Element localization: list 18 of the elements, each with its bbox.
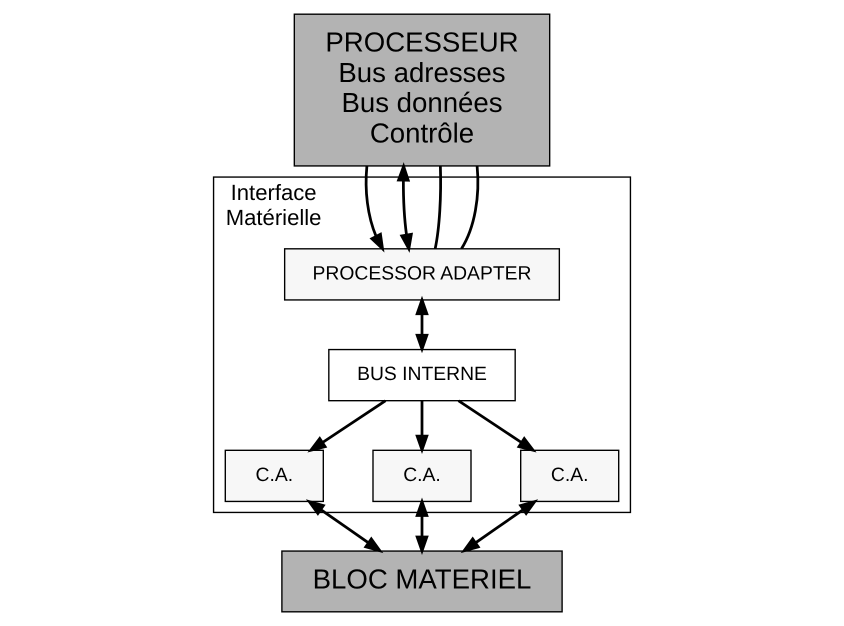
arrow [396,162,413,253]
arrow [364,166,384,252]
arrow [460,499,538,554]
arrow [415,400,429,454]
node-box: C.A. [520,450,620,502]
connector [434,166,442,249]
node-box: BUS INTERNE [328,348,516,402]
node-box: PROCESSOR ADAPTER [284,248,560,301]
node-box: BLOC MATERIEL [281,550,563,613]
node-box: C.A. [224,450,324,502]
arrow [415,497,429,555]
arrow [415,296,429,354]
connector [460,166,480,250]
node-box: C.A. [372,450,472,502]
arrow [458,400,537,453]
arrow [306,499,384,554]
arrow [307,400,386,453]
node-box: PROCESSEUR Bus adresses Bus données Contrôle [294,13,550,167]
